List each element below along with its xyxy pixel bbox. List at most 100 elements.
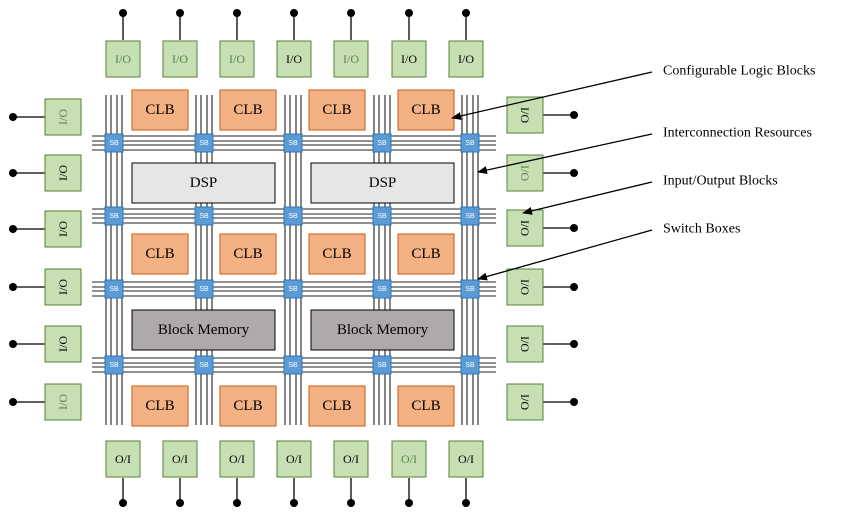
switch-box-label: SB <box>465 140 475 147</box>
io-pin-dot <box>570 340 578 348</box>
io-pin-dot <box>9 225 17 233</box>
io-pin-dot <box>233 9 241 17</box>
dsp-label: DSP <box>369 175 397 191</box>
switch-box-label: SB <box>199 362 209 369</box>
top-io-block <box>333 40 369 78</box>
top-io-block-label: I/O <box>286 52 302 66</box>
bottom-io-block-label: O/I <box>115 452 131 466</box>
switch-box-label: SB <box>109 362 119 369</box>
switch-box <box>372 206 392 226</box>
left-io-block-label: I/O <box>56 394 70 410</box>
clb-label: CLB <box>411 246 440 262</box>
right-io-block-label: I/O <box>518 279 532 295</box>
switch-box <box>194 279 214 299</box>
clb-label: CLB <box>233 246 262 262</box>
switch-box-label: SB <box>288 140 298 147</box>
right-io-block <box>506 268 544 306</box>
clb-block <box>219 233 277 275</box>
bottom-io-block-label: O/I <box>286 452 302 466</box>
switch-box <box>194 206 214 226</box>
bottom-io-block-label: O/I <box>172 452 188 466</box>
switch-box <box>283 355 303 375</box>
legend-arrow <box>477 229 653 281</box>
right-io-block <box>506 96 544 134</box>
io-pin-dot <box>9 283 17 291</box>
switch-box <box>194 355 214 375</box>
block-memory-label: Block Memory <box>337 322 429 338</box>
clb-label: CLB <box>145 398 174 414</box>
block-memory-label: Block Memory <box>158 322 250 338</box>
io-pin-dot <box>570 398 578 406</box>
bottom-io-block <box>333 440 369 478</box>
bottom-io-block <box>276 440 312 478</box>
clb-label: CLB <box>322 246 351 262</box>
legend-arrow <box>522 181 653 215</box>
dsp-label: DSP <box>190 175 218 191</box>
top-io-block <box>448 40 484 78</box>
top-io-block-label: I/O <box>229 52 245 66</box>
block-memory <box>131 309 276 351</box>
switch-box-label: SB <box>199 213 209 220</box>
clb-block <box>308 233 366 275</box>
io-pin-dot <box>405 9 413 17</box>
switch-box-label: SB <box>199 286 209 293</box>
io-pin-dot <box>119 499 127 507</box>
bottom-io-block-label: O/I <box>229 452 245 466</box>
clb-label: CLB <box>411 102 440 118</box>
legend-arrow <box>451 71 653 120</box>
io-pin-dot <box>119 9 127 17</box>
switch-box-label: SB <box>377 362 387 369</box>
right-io-block-label: I/O <box>518 394 532 410</box>
io-pin-dot <box>176 499 184 507</box>
clb-label: CLB <box>145 246 174 262</box>
switch-box-label: SB <box>377 286 387 293</box>
switch-box-label: SB <box>109 286 119 293</box>
io-pins <box>9 9 578 507</box>
left-io-block <box>44 98 82 136</box>
bottom-io-block-label: O/I <box>343 452 359 466</box>
io-pin-dot <box>9 340 17 348</box>
top-io-block-label: I/O <box>458 52 474 66</box>
io-pin-dot <box>405 499 413 507</box>
switch-box <box>104 355 124 375</box>
clb-block <box>397 385 455 427</box>
left-io-block-label: I/O <box>56 336 70 352</box>
clb-block <box>308 89 366 131</box>
right-io-block-label: I/O <box>518 107 532 123</box>
switch-box-label: SB <box>465 286 475 293</box>
io-pin-dot <box>290 9 298 17</box>
legend-arrow <box>477 133 653 174</box>
bottom-io-block-label: O/I <box>401 452 417 466</box>
clb-label: CLB <box>411 398 440 414</box>
io-pin-dot <box>9 113 17 121</box>
clb-block <box>308 385 366 427</box>
io-pin-dot <box>570 111 578 119</box>
io-pin-dot <box>570 169 578 177</box>
left-io-block-label: I/O <box>56 109 70 125</box>
clb-label: CLB <box>233 102 262 118</box>
dsp-block <box>131 162 276 204</box>
switch-box <box>104 206 124 226</box>
right-io-block <box>506 383 544 421</box>
legend: Configurable Logic BlocksInterconnection… <box>451 64 815 281</box>
io-pin-dot <box>347 499 355 507</box>
bottom-io-block <box>219 440 255 478</box>
io-pin-dot <box>9 398 17 406</box>
legend-label: Configurable Logic Blocks <box>663 64 815 79</box>
clb-label: CLB <box>322 102 351 118</box>
io-pin-dot <box>176 9 184 17</box>
top-io-block <box>391 40 427 78</box>
right-io-block <box>506 209 544 247</box>
clb-label: CLB <box>233 398 262 414</box>
dsp-block <box>310 162 455 204</box>
clb-block <box>131 89 189 131</box>
left-io-block <box>44 268 82 306</box>
clb-label: CLB <box>145 102 174 118</box>
switch-box-label: SB <box>109 140 119 147</box>
top-io-block <box>105 40 141 78</box>
io-pin-dot <box>570 224 578 232</box>
switch-box <box>460 206 480 226</box>
switch-box <box>283 133 303 153</box>
